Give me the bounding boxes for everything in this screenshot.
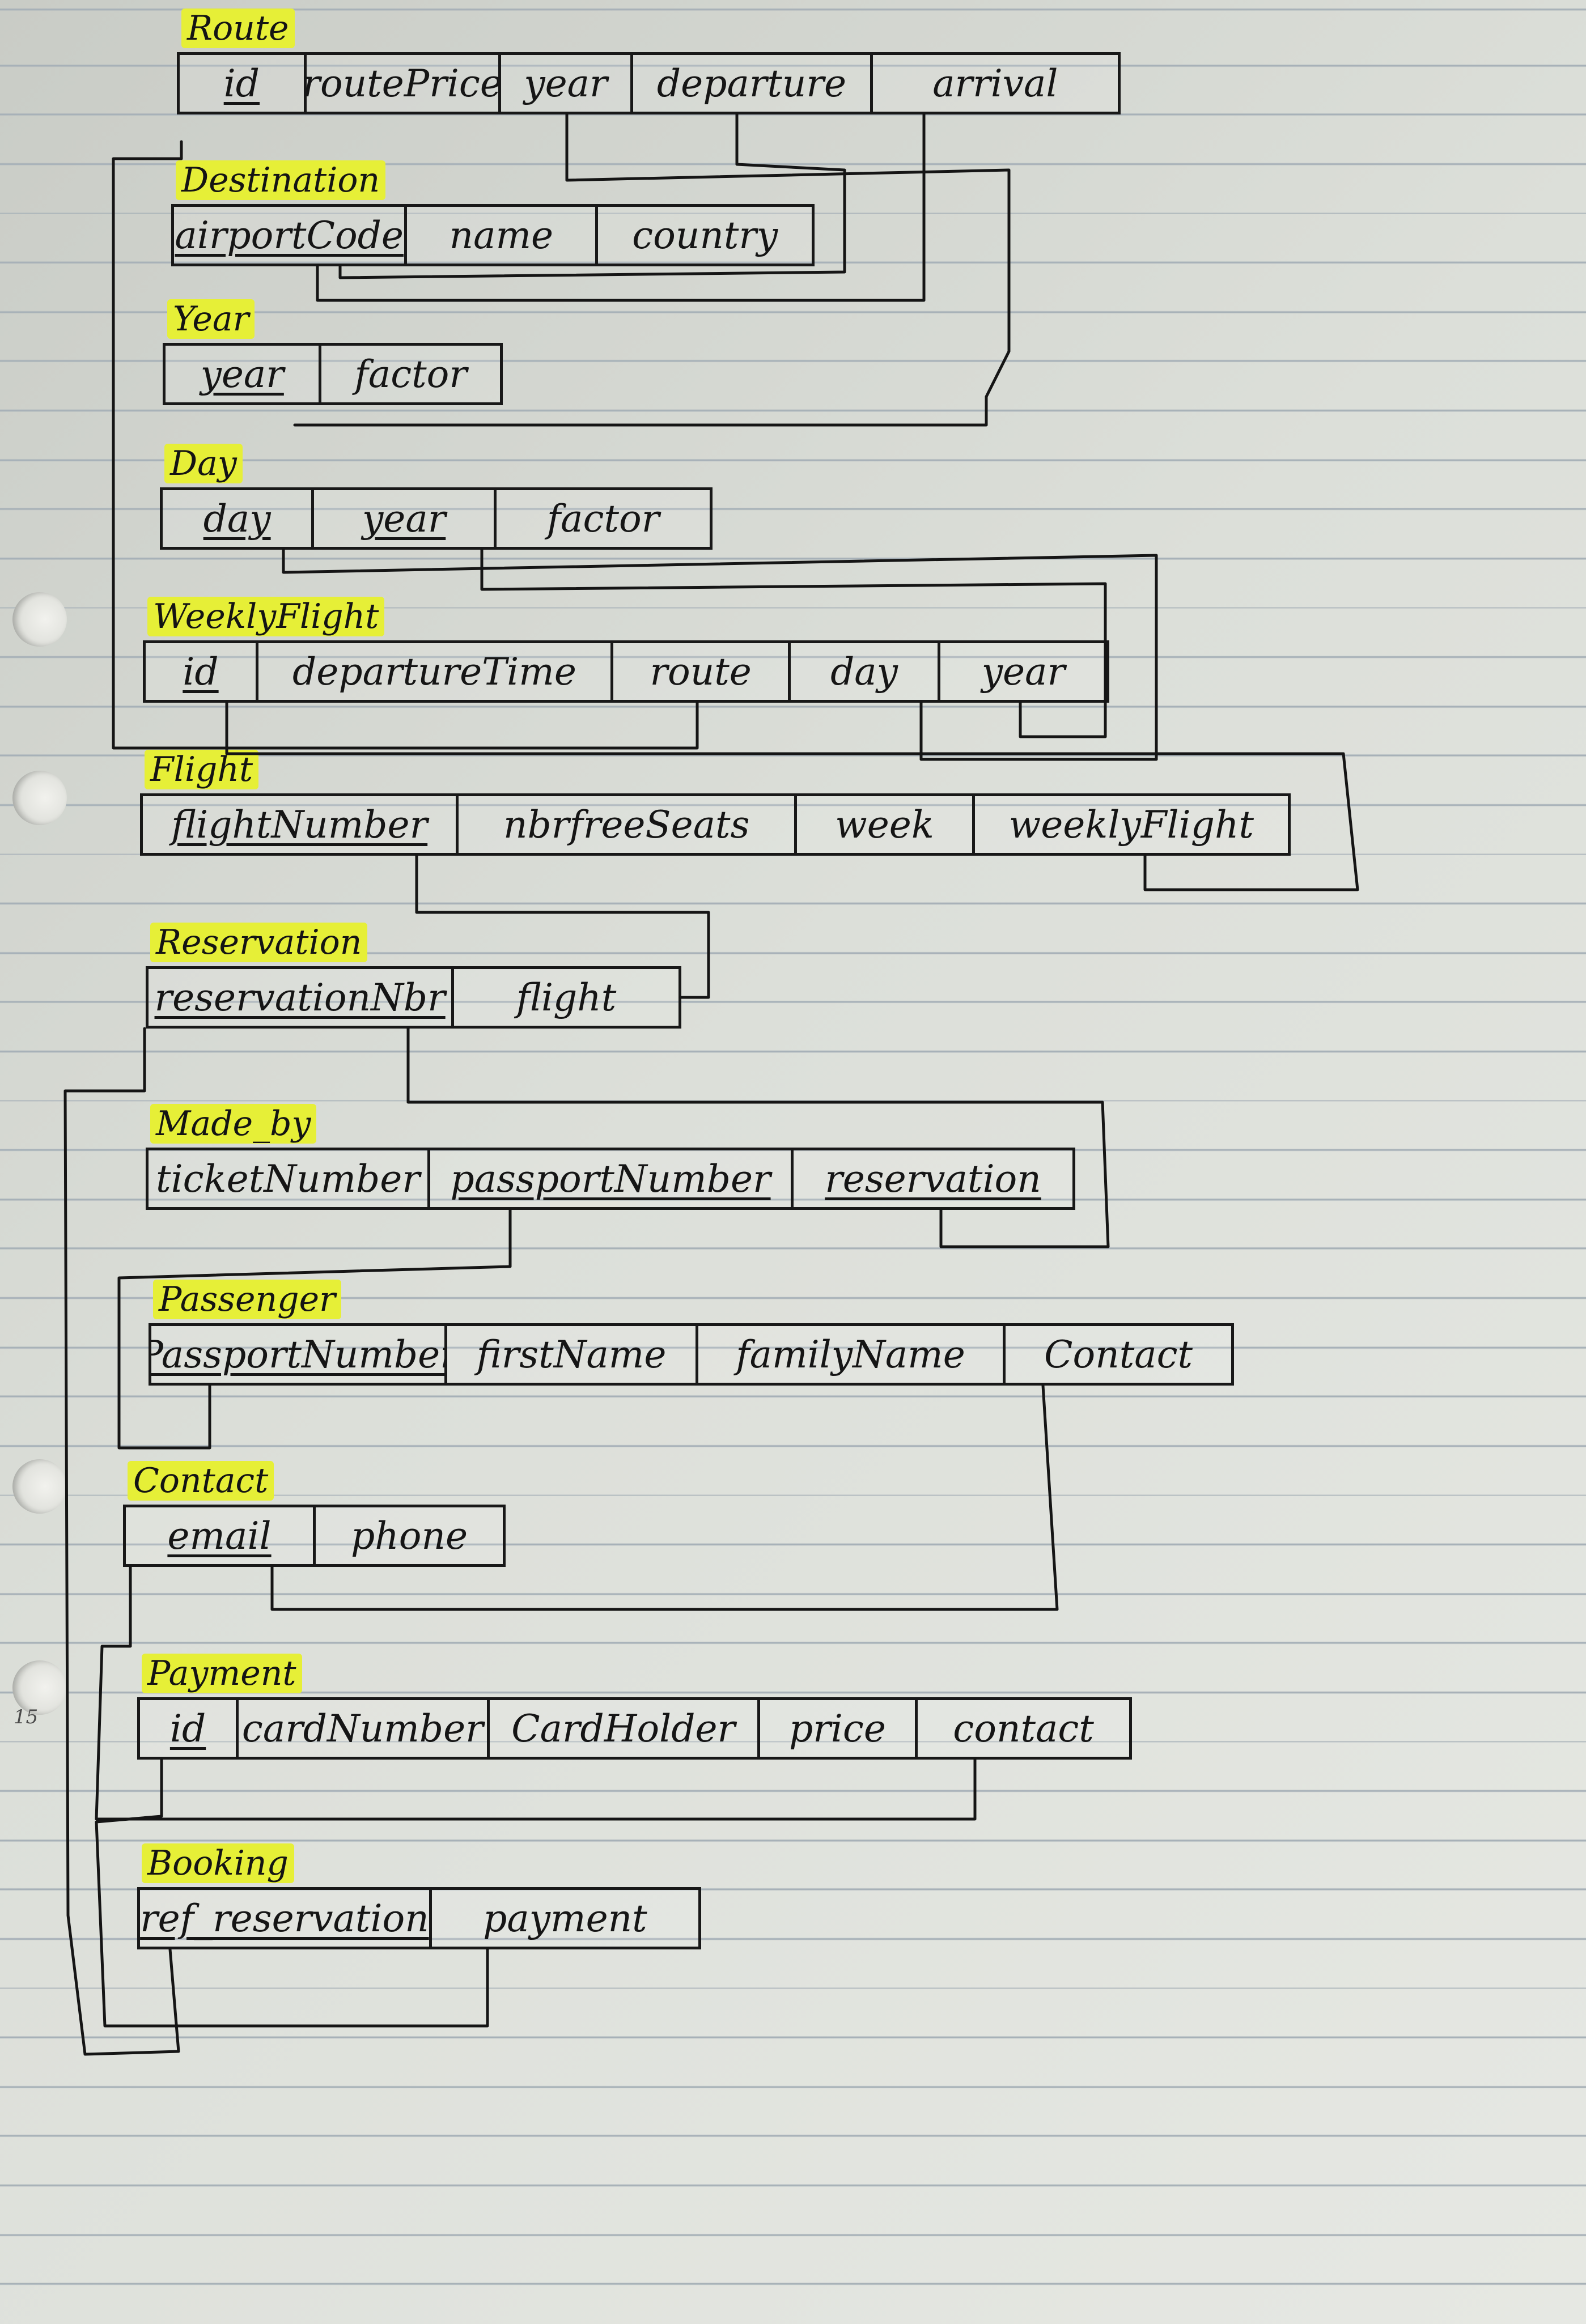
column-year: year (314, 490, 497, 547)
table-row: day year factor (160, 487, 713, 550)
column-email: email (126, 1507, 316, 1564)
connector-madeby-passport (117, 1208, 512, 1450)
column-factor: factor (354, 352, 467, 396)
column-factor: factor (546, 496, 660, 541)
column-reservationnbr: reservationNbr (149, 969, 455, 1026)
table-madeby: Made_by ticketNumber passportNumber rese… (146, 1104, 1075, 1210)
column-departuretime: departureTime (258, 643, 614, 700)
column-firstname: firstName (447, 1326, 698, 1383)
table-payment: Payment id cardNumber CardHolder price c… (137, 1654, 1132, 1760)
table-row: reservationNbr flight (146, 966, 681, 1029)
table-title: Day (164, 444, 243, 483)
table-row: email phone (123, 1505, 506, 1567)
table-route: Route id routePrice year departure arriv… (177, 9, 1121, 114)
table-title: Contact (128, 1461, 274, 1501)
column-routeprice: routePrice (307, 55, 501, 112)
table-flight: Flight flightNumber nbrfreeSeats week we… (140, 750, 1291, 856)
column-departure: departure (633, 55, 873, 112)
table-row: flightNumber nbrfreeSeats week weeklyFli… (140, 793, 1291, 856)
column-passportnumber: passportNumber (430, 1150, 794, 1207)
connector-madeby-reservation (406, 1027, 1110, 1248)
table-row: airportCode name country (171, 204, 815, 266)
column-id: id (140, 1700, 239, 1757)
connector-weeklyflight-route (112, 140, 699, 750)
binder-hole (12, 1660, 67, 1715)
column-contact: contact (953, 1706, 1094, 1751)
connector-route-arrival (316, 113, 926, 302)
table-row: PassportNumber firstName familyName Cont… (149, 1323, 1234, 1386)
table-row: id routePrice year departure arrival (177, 52, 1121, 114)
column-name: name (407, 207, 599, 264)
column-route: route (613, 643, 791, 700)
table-year: Year year factor (163, 299, 503, 405)
column-id: id (180, 55, 307, 112)
column-year: year (981, 649, 1065, 694)
column-year: year (166, 346, 322, 402)
column-weeklyflight: weeklyFlight (1008, 802, 1254, 847)
table-destination: Destination airportCode name country (171, 160, 815, 266)
table-title: Route (181, 9, 295, 48)
table-title: Flight (145, 750, 259, 789)
table-row: ticketNumber passportNumber reservation (146, 1148, 1075, 1210)
column-flight: flight (516, 975, 617, 1019)
table-title: Payment (142, 1654, 302, 1693)
table-row: id departureTime route day year (143, 640, 1109, 703)
table-title: Year (167, 299, 255, 339)
column-day: day (791, 643, 940, 700)
connector-weeklyflight-day (282, 548, 1158, 761)
table-booking: Booking ref_reservation payment (137, 1843, 701, 1949)
table-title: Destination (176, 160, 386, 200)
column-year: year (501, 55, 634, 112)
column-contact: Contact (1044, 1332, 1193, 1376)
table-title: Booking (142, 1843, 294, 1883)
column-payment: payment (483, 1896, 647, 1940)
column-airportcode: airportCode (174, 207, 408, 264)
column-day: day (163, 490, 315, 547)
column-week: week (797, 796, 975, 853)
table-title: Reservation (150, 923, 368, 962)
connector-reservation-flight (415, 854, 710, 999)
table-row: year factor (163, 343, 503, 405)
column-cardholder: CardHolder (490, 1700, 760, 1757)
column-cardnumber: cardNumber (239, 1700, 490, 1757)
column-id: id (146, 643, 258, 700)
table-passenger: Passenger PassportNumber firstName famil… (149, 1280, 1234, 1386)
margin-note: 15 (14, 1706, 39, 1728)
column-ticketnumber: ticketNumber (149, 1150, 430, 1207)
connector-weeklyflight-year (480, 548, 1107, 738)
table-weeklyflight: WeeklyFlight id departureTime route day … (143, 597, 1109, 703)
connector-booking-payment (95, 1758, 489, 2028)
connector-route-year (293, 113, 1011, 427)
column-passportnumber: PassportNumber (151, 1326, 448, 1383)
table-day: Day day year factor (160, 444, 713, 550)
column-flightnumber: flightNumber (143, 796, 459, 853)
binder-hole (12, 771, 67, 825)
column-familyname: familyName (698, 1326, 1006, 1383)
table-title: Passenger (153, 1280, 341, 1319)
table-title: Made_by (150, 1104, 317, 1144)
table-row: id cardNumber CardHolder price contact (137, 1697, 1132, 1760)
connector-booking-reservation (63, 1027, 180, 2056)
connector-flight-weeklyflight (225, 701, 1359, 891)
binder-hole (12, 1459, 67, 1514)
binder-hole (12, 592, 67, 647)
table-title: WeeklyFlight (147, 597, 385, 636)
connector-route-departure (338, 113, 846, 279)
table-reservation: Reservation reservationNbr flight (146, 923, 681, 1029)
column-country: country (632, 213, 778, 257)
column-price: price (760, 1700, 918, 1757)
column-nbrfreeseats: nbrfreeSeats (459, 796, 798, 853)
connector-payment-contact (95, 1565, 977, 1821)
connector-passenger-contact (270, 1384, 1059, 1611)
column-phone: phone (350, 1514, 468, 1558)
column-arrival: arrival (932, 61, 1058, 105)
table-contact: Contact email phone (123, 1461, 506, 1567)
column-reservation: reservation (825, 1157, 1041, 1201)
table-row: ref_reservation payment (137, 1887, 701, 1949)
column-ref-reservation: ref_reservation (140, 1890, 432, 1947)
